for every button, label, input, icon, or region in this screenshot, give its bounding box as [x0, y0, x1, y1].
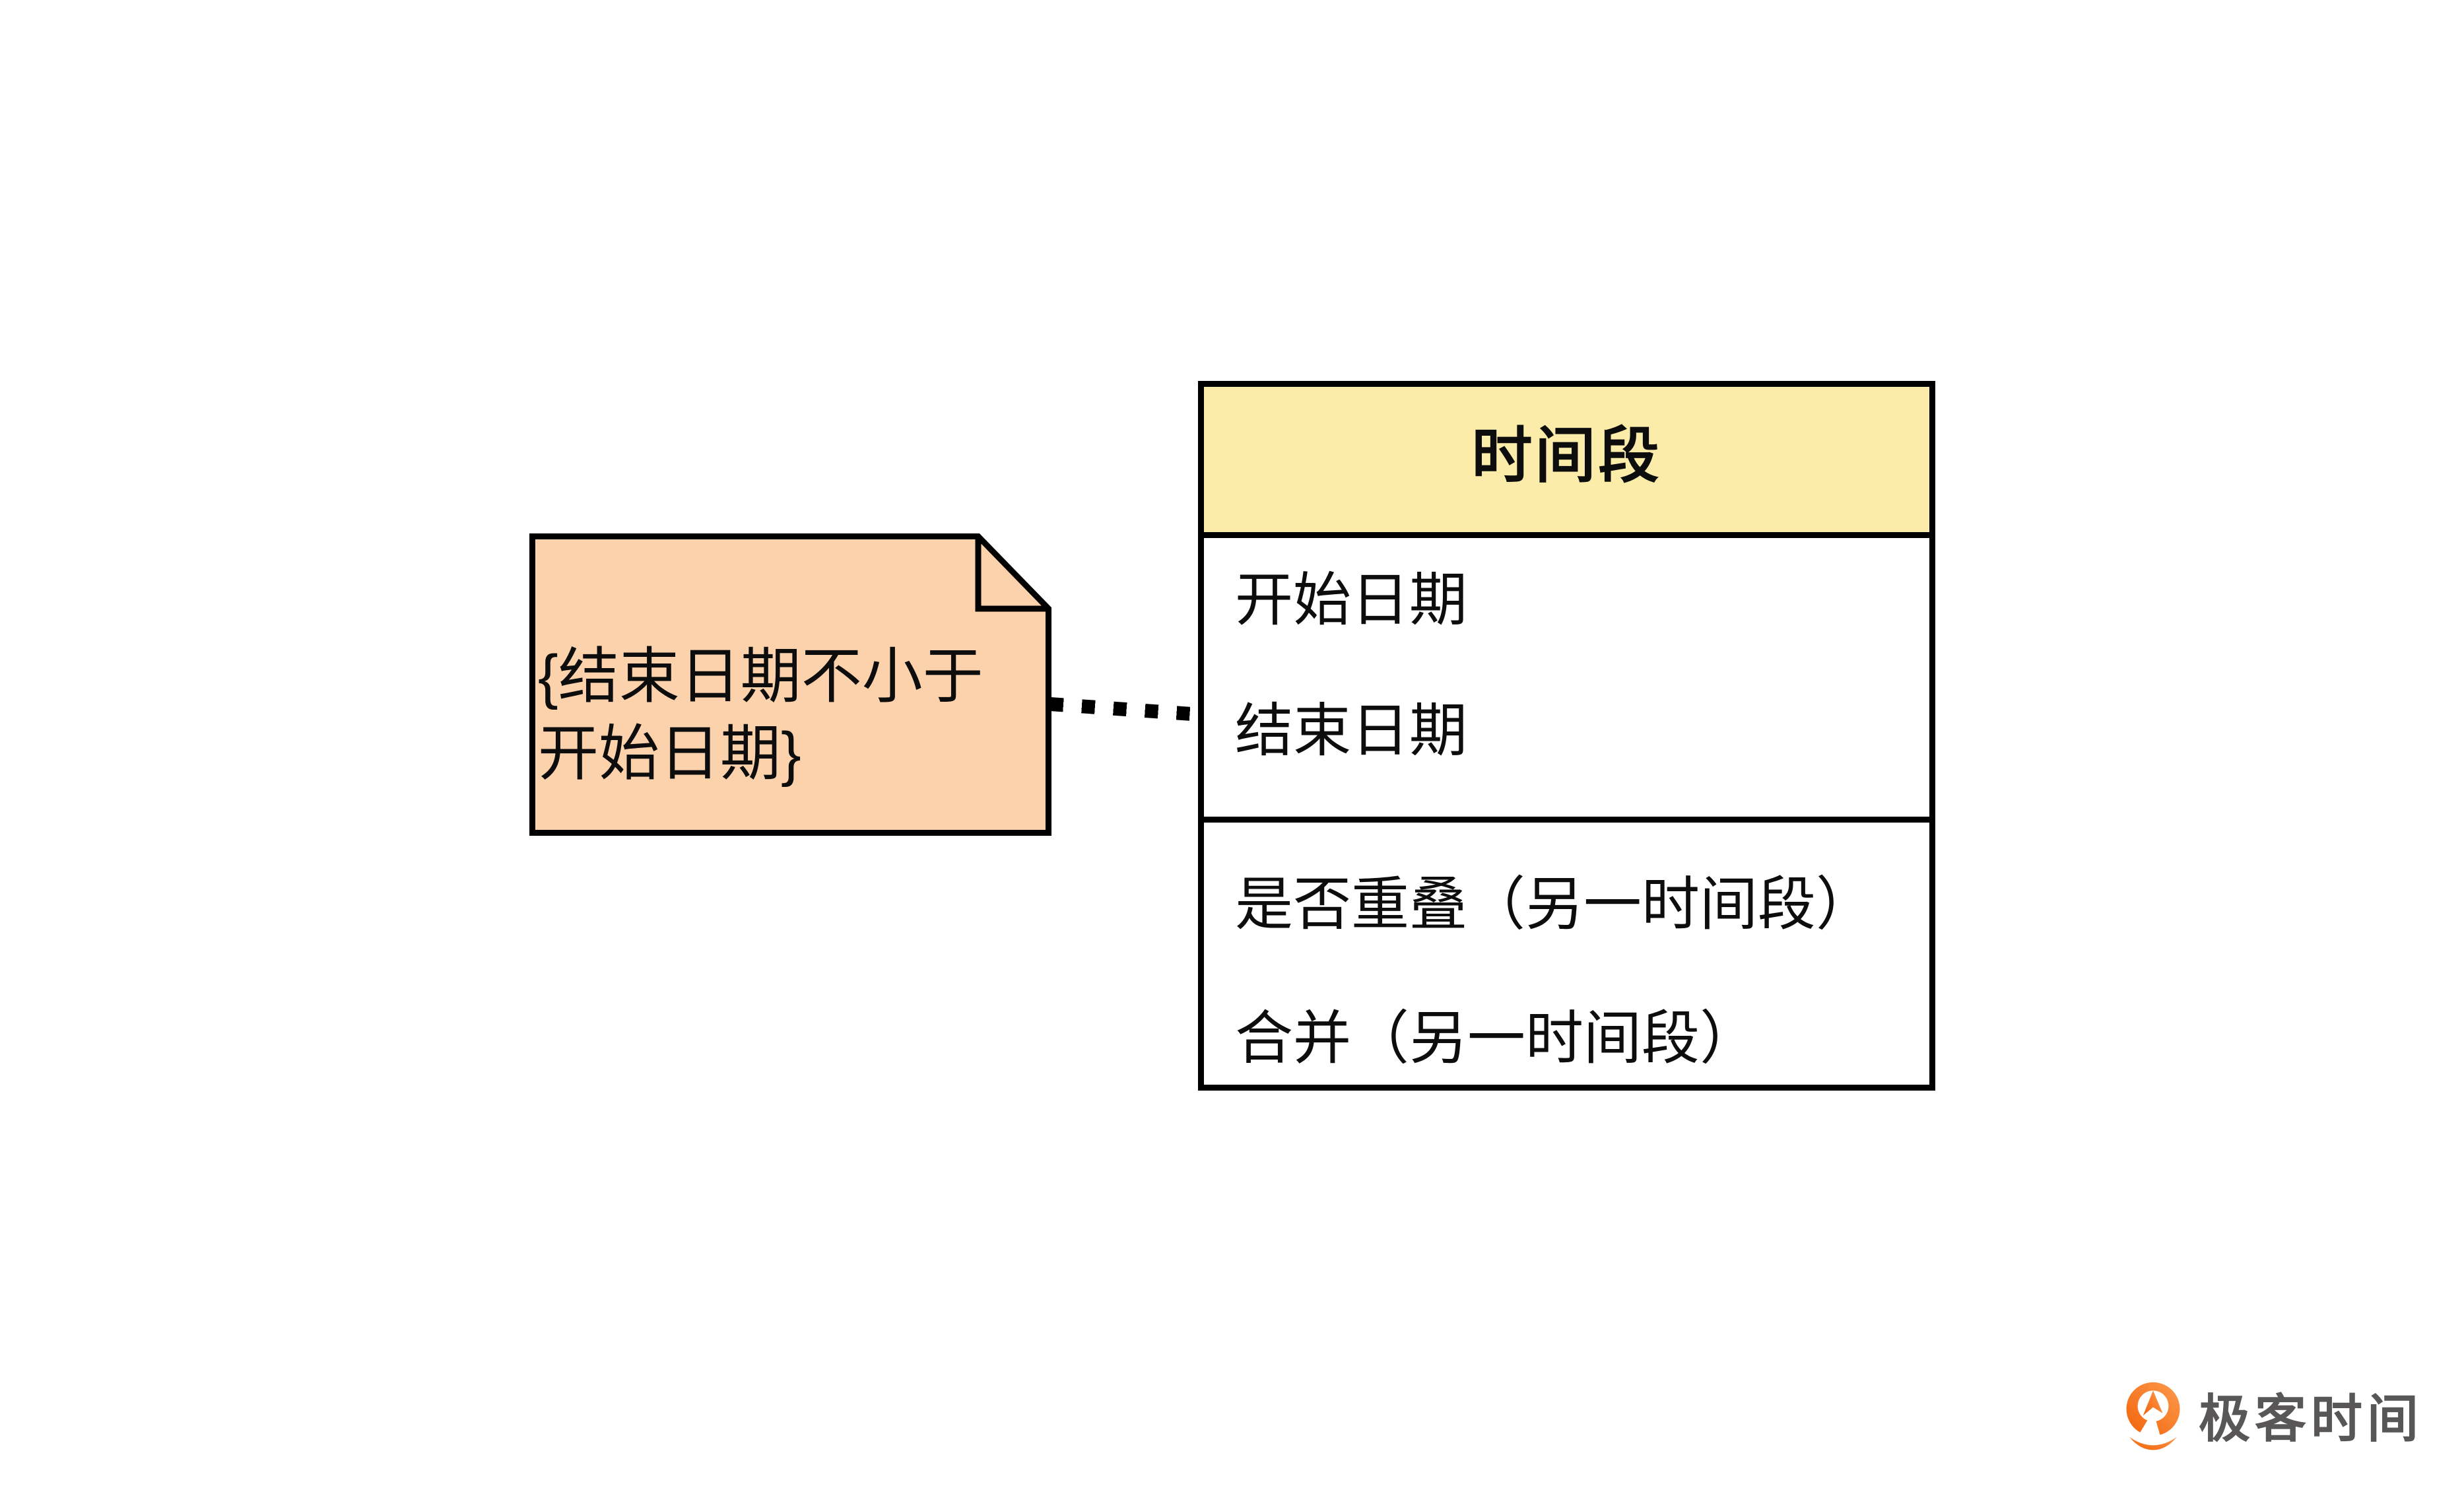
class-methods-section: 是否重叠（另一时间段） 合并（另一时间段） — [1204, 823, 1929, 1091]
class-method: 是否重叠（另一时间段） — [1235, 871, 1875, 937]
note-fold-corner-icon — [975, 536, 1049, 612]
logo-smile-swoosh — [2129, 1437, 2177, 1450]
geektime-logo: 极客时间 — [2123, 1381, 2423, 1452]
note-text-line: 开始日期} — [538, 720, 801, 788]
class-title: 时间段 — [1471, 422, 1662, 490]
note-constraint-text: {结束日期不小于 开始日期} — [538, 638, 983, 793]
uml-class-box: 时间段 开始日期 结束日期 是否重叠（另一时间段） 合并（另一时间段） — [1198, 381, 1935, 1091]
note-text-line: {结束日期不小于 — [538, 643, 983, 710]
note-shape — [529, 533, 1051, 836]
logo-bottom-notch — [2139, 1411, 2160, 1438]
class-attribute: 结束日期 — [1235, 698, 1468, 763]
class-attributes-section: 开始日期 结束日期 — [1204, 538, 1929, 823]
uml-note — [529, 533, 1051, 836]
geektime-logo-text: 极客时间 — [2199, 1390, 2424, 1448]
note-connector-dotted-line — [1049, 697, 1198, 722]
geektime-logo-icon — [2126, 1382, 2180, 1450]
class-method: 合并（另一时间段） — [1235, 1005, 1758, 1071]
class-header: 时间段 — [1204, 387, 1929, 538]
logo-arrow-icon — [2143, 1390, 2163, 1416]
class-attribute: 开始日期 — [1235, 567, 1468, 632]
